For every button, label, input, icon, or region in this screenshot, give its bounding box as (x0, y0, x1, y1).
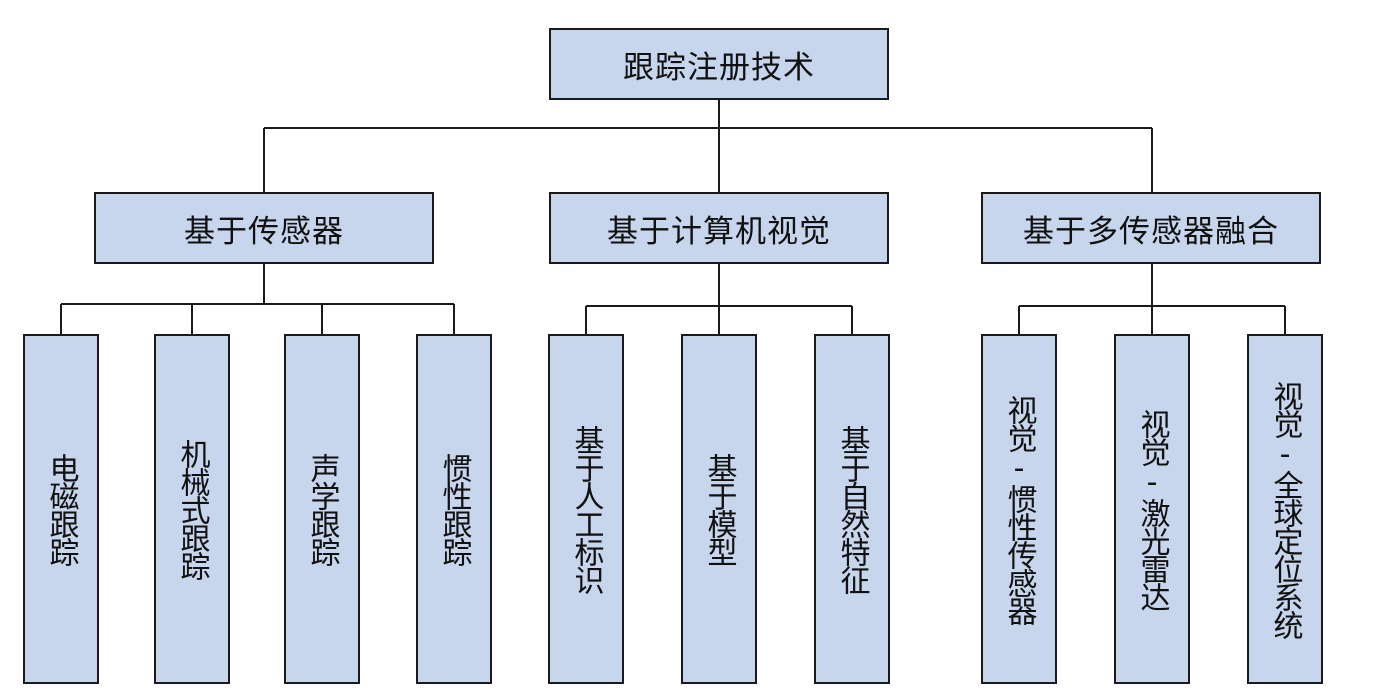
leaf-model-based: 基于模型 (681, 334, 757, 684)
leaf-visual-lidar: 视觉-激光雷达 (1114, 334, 1190, 684)
leaf-label: 基于人工标识 (568, 425, 604, 593)
leaf-label: 声学跟踪 (304, 453, 340, 565)
leaf-artificial-marker: 基于人工标识 (548, 334, 624, 684)
category-label: 基于传感器 (184, 213, 344, 250)
leaf-label: 视觉-全球定位系统 (1267, 380, 1303, 638)
connector-root-to-categories (263, 100, 1153, 192)
connector-sensor-group (60, 264, 455, 334)
category-sensor-based: 基于传感器 (94, 192, 434, 264)
leaf-visual-gps: 视觉-全球定位系统 (1247, 334, 1323, 684)
category-computer-vision-based: 基于计算机视觉 (549, 192, 889, 264)
leaf-label: 视觉-惯性传感器 (1001, 394, 1037, 624)
category-label: 基于多传感器融合 (1023, 213, 1279, 250)
category-multi-sensor-fusion: 基于多传感器融合 (981, 192, 1321, 264)
leaf-electromagnetic-tracking: 电磁跟踪 (23, 334, 99, 684)
leaf-label: 基于自然特征 (834, 425, 870, 593)
leaf-inertial-tracking: 惯性跟踪 (416, 334, 492, 684)
root-node-label: 跟踪注册技术 (623, 49, 815, 86)
root-node: 跟踪注册技术 (549, 28, 889, 100)
leaf-natural-feature: 基于自然特征 (814, 334, 890, 684)
leaf-label: 惯性跟踪 (436, 453, 472, 565)
leaf-visual-inertial: 视觉-惯性传感器 (981, 334, 1057, 684)
leaf-label: 机械式跟踪 (174, 439, 210, 579)
connector-vision-group (585, 264, 853, 334)
leaf-label: 视觉-激光雷达 (1134, 408, 1170, 610)
leaf-label: 电磁跟踪 (43, 453, 79, 565)
connector-fusion-group (1018, 264, 1286, 334)
leaf-acoustic-tracking: 声学跟踪 (284, 334, 360, 684)
leaf-mechanical-tracking: 机械式跟踪 (154, 334, 230, 684)
leaf-label: 基于模型 (701, 453, 737, 565)
category-label: 基于计算机视觉 (607, 213, 831, 250)
